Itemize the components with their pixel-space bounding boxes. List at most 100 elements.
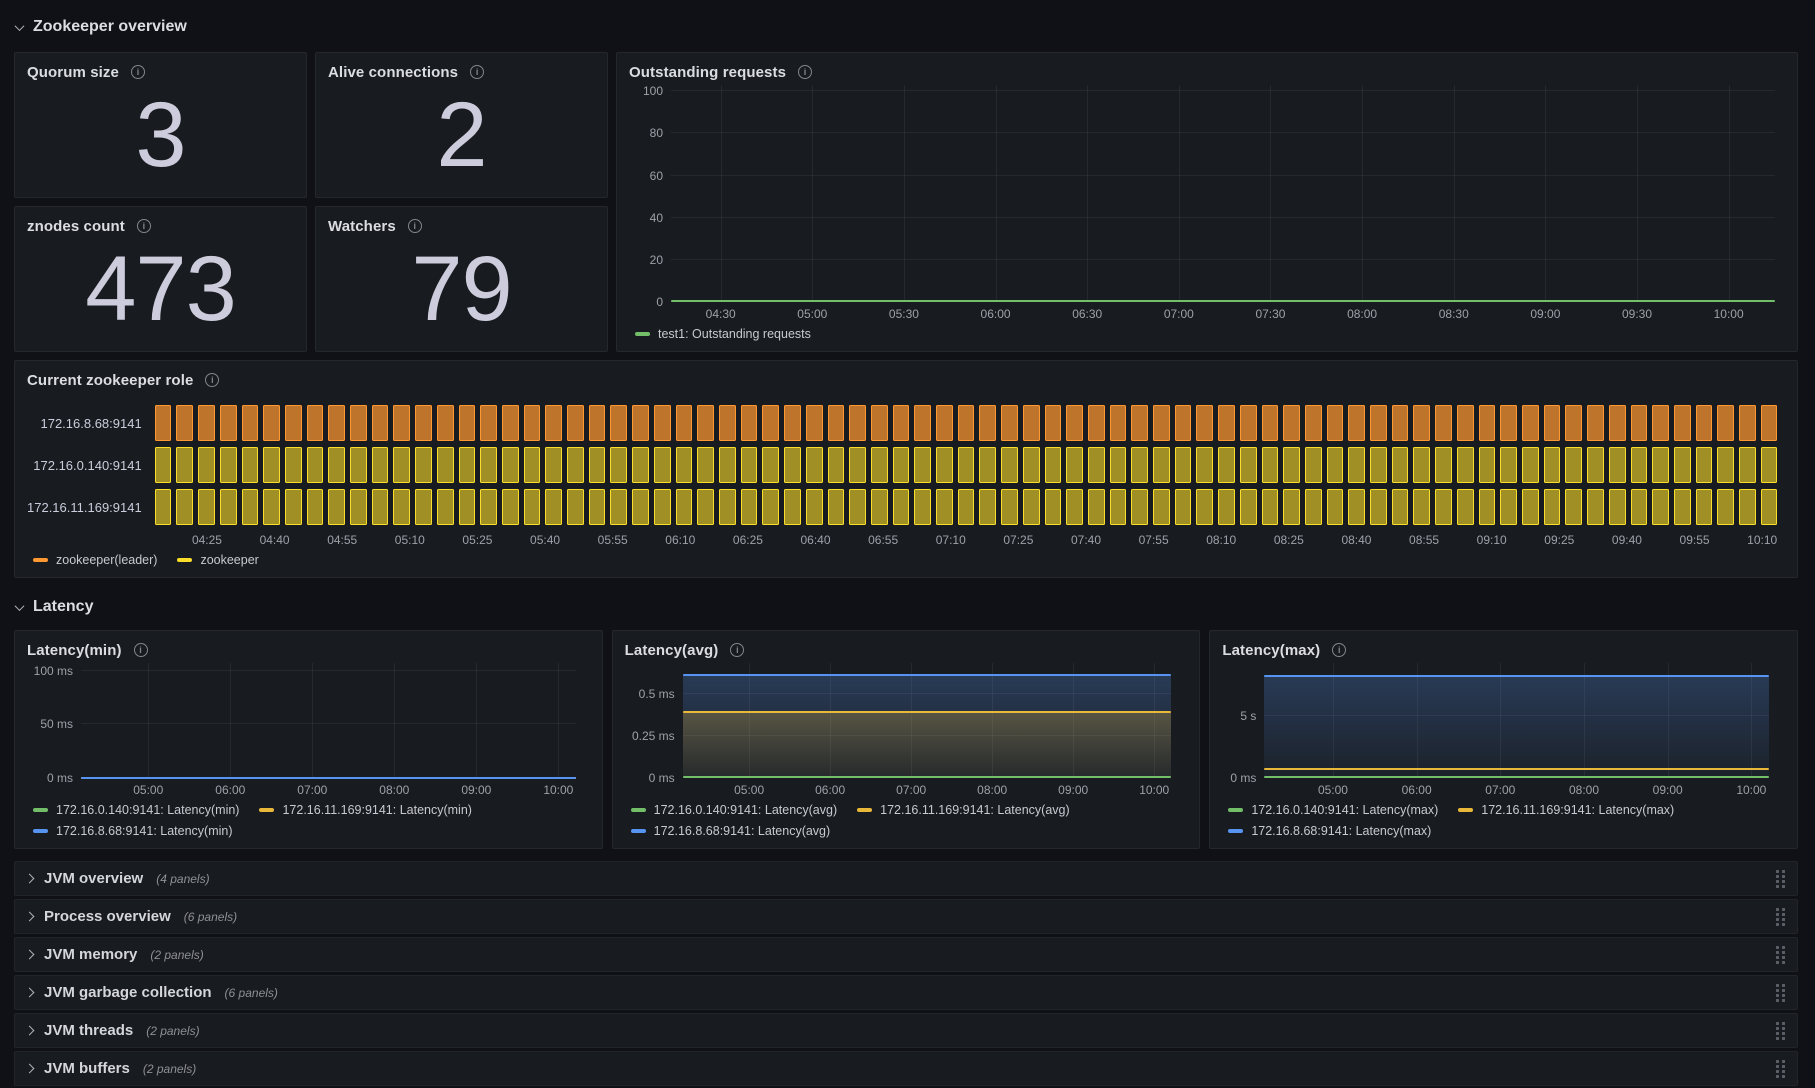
row-panel-count: (6 panels) [224, 985, 278, 1000]
drag-handle-icon[interactable] [1776, 869, 1785, 888]
legend-item[interactable]: zookeeper [177, 553, 259, 567]
legend-series-label: 172.16.0.140:9141: Latency(min) [56, 803, 240, 817]
timeline-segment [328, 489, 346, 525]
legend-item[interactable]: 172.16.0.140:9141: Latency(min) [33, 803, 239, 817]
legend-item[interactable]: 172.16.11.169:9141: Latency(max) [1458, 803, 1674, 817]
row-jvm-overview[interactable]: JVM overview (4 panels) [14, 861, 1798, 896]
legend-item[interactable]: 172.16.11.169:9141: Latency(min) [259, 803, 472, 817]
gridline-vertical [1728, 85, 1730, 302]
info-icon[interactable]: i [205, 373, 220, 387]
timeline-segment [1456, 489, 1474, 525]
gridline-vertical [1073, 663, 1075, 778]
timeline-segment [1652, 447, 1669, 483]
panel-title: Current zookeeper role [27, 371, 194, 389]
section-latency[interactable]: Latency [14, 594, 1798, 620]
y-tick-label: 60 [649, 168, 663, 183]
timeline-segment [1760, 489, 1778, 525]
legend-item[interactable]: zookeeper(leader) [33, 553, 157, 567]
info-icon[interactable]: i [798, 65, 813, 79]
drag-handle-icon[interactable] [1776, 945, 1785, 964]
timeline-segment [458, 489, 476, 525]
timeline-segment [653, 489, 671, 525]
y-tick-label: 40 [649, 210, 663, 225]
drag-handle-icon[interactable] [1776, 983, 1785, 1002]
panel-title: Latency(avg) [624, 641, 719, 659]
timeline-segment [1174, 405, 1192, 441]
row-jvm-garbage-collection[interactable]: JVM garbage collection (6 panels) [14, 975, 1798, 1010]
drag-handle-icon[interactable] [1776, 907, 1785, 926]
legend-item[interactable]: 172.16.8.68:9141: Latency(min) [33, 824, 233, 838]
panel-header[interactable]: Watchers i [328, 215, 595, 237]
info-icon[interactable]: i [130, 65, 145, 79]
x-tick-label: 05:55 [597, 533, 628, 547]
legend-item[interactable]: 172.16.0.140:9141: Latency(avg) [630, 803, 837, 817]
timeline-segment [501, 405, 519, 441]
panel-header[interactable]: Latency(min) i [27, 639, 590, 661]
plot-area[interactable] [81, 663, 576, 779]
timeline-segment [545, 489, 563, 525]
gridline-vertical [995, 85, 997, 302]
row-jvm-buffers[interactable]: JVM buffers (2 panels) [14, 1051, 1798, 1086]
plot-area[interactable] [671, 85, 1775, 303]
timeline-rows[interactable] [154, 405, 1778, 528]
timeline-segment [328, 447, 346, 483]
info-icon[interactable]: i [133, 643, 148, 657]
timeline-segment [827, 405, 845, 441]
timeline-row [154, 405, 1778, 441]
timeline-segment [1370, 405, 1387, 441]
info-icon[interactable]: i [407, 219, 422, 233]
x-tick-label: 06:00 [1401, 783, 1432, 797]
plot-area[interactable] [682, 663, 1172, 779]
timeline-row [154, 489, 1778, 525]
row-process-overview[interactable]: Process overview (6 panels) [14, 899, 1798, 934]
timeline-segment [1326, 405, 1344, 441]
section-title: Zookeeper overview [33, 18, 187, 35]
legend-item[interactable]: 172.16.11.169:9141: Latency(avg) [857, 803, 1070, 817]
panel-header[interactable]: Outstanding requests i [629, 61, 1785, 83]
timeline-segment [1326, 447, 1344, 483]
info-icon[interactable]: i [470, 65, 485, 79]
panel-header[interactable]: znodes count i [27, 215, 294, 237]
legend-series-dash [33, 829, 48, 833]
timeline-segment [545, 447, 563, 483]
panel-header[interactable]: Latency(max) i [1222, 639, 1785, 661]
gridline-vertical [1545, 85, 1547, 302]
legend-item[interactable]: 172.16.8.68:9141: Latency(max) [1228, 824, 1431, 838]
legend-item[interactable]: 172.16.0.140:9141: Latency(max) [1228, 803, 1438, 817]
timeline-segment [371, 447, 389, 483]
timeline-segment [870, 489, 888, 525]
timeline-segment [176, 489, 194, 525]
timeline-segment [219, 489, 237, 525]
x-tick-label: 04:25 [191, 533, 222, 547]
info-icon[interactable]: i [1332, 643, 1347, 657]
x-tick-label: 07:55 [1138, 533, 1169, 547]
legend-series-dash [857, 808, 873, 812]
plot-area[interactable] [1264, 663, 1769, 778]
section-zookeeper-overview[interactable]: Zookeeper overview [14, 14, 1798, 40]
gridline-vertical [1332, 663, 1334, 778]
info-icon[interactable]: i [136, 219, 151, 233]
timeline-segment [1739, 489, 1756, 525]
legend-item[interactable]: test1: Outstanding requests [635, 327, 811, 341]
panel-header[interactable]: Alive connections i [328, 61, 595, 83]
info-icon[interactable]: i [730, 643, 745, 657]
row-jvm-threads[interactable]: JVM threads (2 panels) [14, 1013, 1798, 1048]
legend-item[interactable]: 172.16.8.68:9141: Latency(avg) [630, 824, 830, 838]
panel-header[interactable]: Latency(avg) i [625, 639, 1188, 661]
timeline-segment [1587, 489, 1604, 525]
panel-header[interactable]: Quorum size i [27, 61, 294, 83]
drag-handle-icon[interactable] [1776, 1059, 1785, 1078]
row-jvm-memory[interactable]: JVM memory (2 panels) [14, 937, 1798, 972]
x-tick-label: 08:00 [379, 783, 410, 797]
panel-header[interactable]: Current zookeeper role i [27, 369, 1785, 391]
drag-handle-icon[interactable] [1776, 1021, 1785, 1040]
